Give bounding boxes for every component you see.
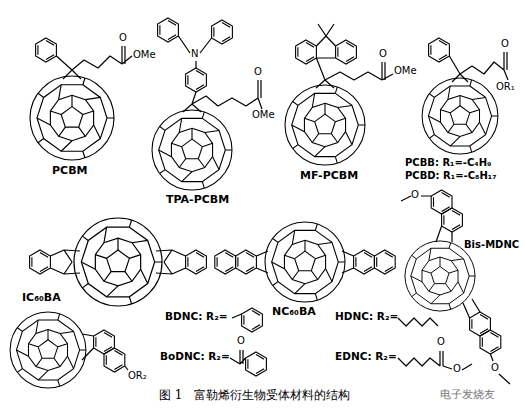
atom-label: O: [437, 337, 445, 347]
atom-label: O: [119, 33, 127, 43]
compound-name: PCBM: [52, 165, 87, 176]
compound-name: BoDNC: R₂=: [160, 351, 230, 362]
compound-name: PCBB: R₁=-C₄H₉: [405, 158, 491, 168]
compound-name: MF-PCBM: [300, 170, 358, 181]
atom-label: O: [254, 67, 262, 77]
compound-name: EDNC: R₂=: [335, 351, 397, 362]
compound-name: IC₆₀BA: [22, 292, 61, 303]
compound-name: NC₆₀BA: [272, 306, 316, 317]
atom-label: OMe: [394, 66, 417, 76]
atom-label: OR₁: [496, 82, 515, 92]
atom-label: O: [453, 364, 461, 374]
compound-name: Bis-MDNC: [464, 240, 519, 250]
atom-label: OMe: [252, 110, 275, 120]
atom-label: O: [491, 363, 499, 373]
compound-name: PCBD: R₁=-C₈H₁₇: [405, 171, 497, 181]
atom-label: O: [237, 336, 245, 346]
figure-caption: 图 1 富勒烯衍生物受体材料的结构: [159, 389, 350, 402]
fullerene-balls: [10, 76, 498, 388]
atom-label: O: [379, 49, 387, 59]
atom-label: N: [191, 49, 198, 59]
atom-label: OR₂: [128, 371, 147, 381]
compound-name: TPA-PCBM: [166, 194, 229, 205]
compound-name: HDNC: R₂=: [335, 311, 398, 322]
atom-label: O: [411, 190, 419, 200]
compound-name: BDNC: R₂=: [165, 311, 228, 322]
watermark: 电子发烧友: [440, 389, 495, 400]
atom-label: O: [501, 39, 509, 49]
benzene-rings: [30, 18, 501, 376]
bond-lines: [50, 24, 510, 384]
atom-label: OMe: [133, 50, 156, 60]
